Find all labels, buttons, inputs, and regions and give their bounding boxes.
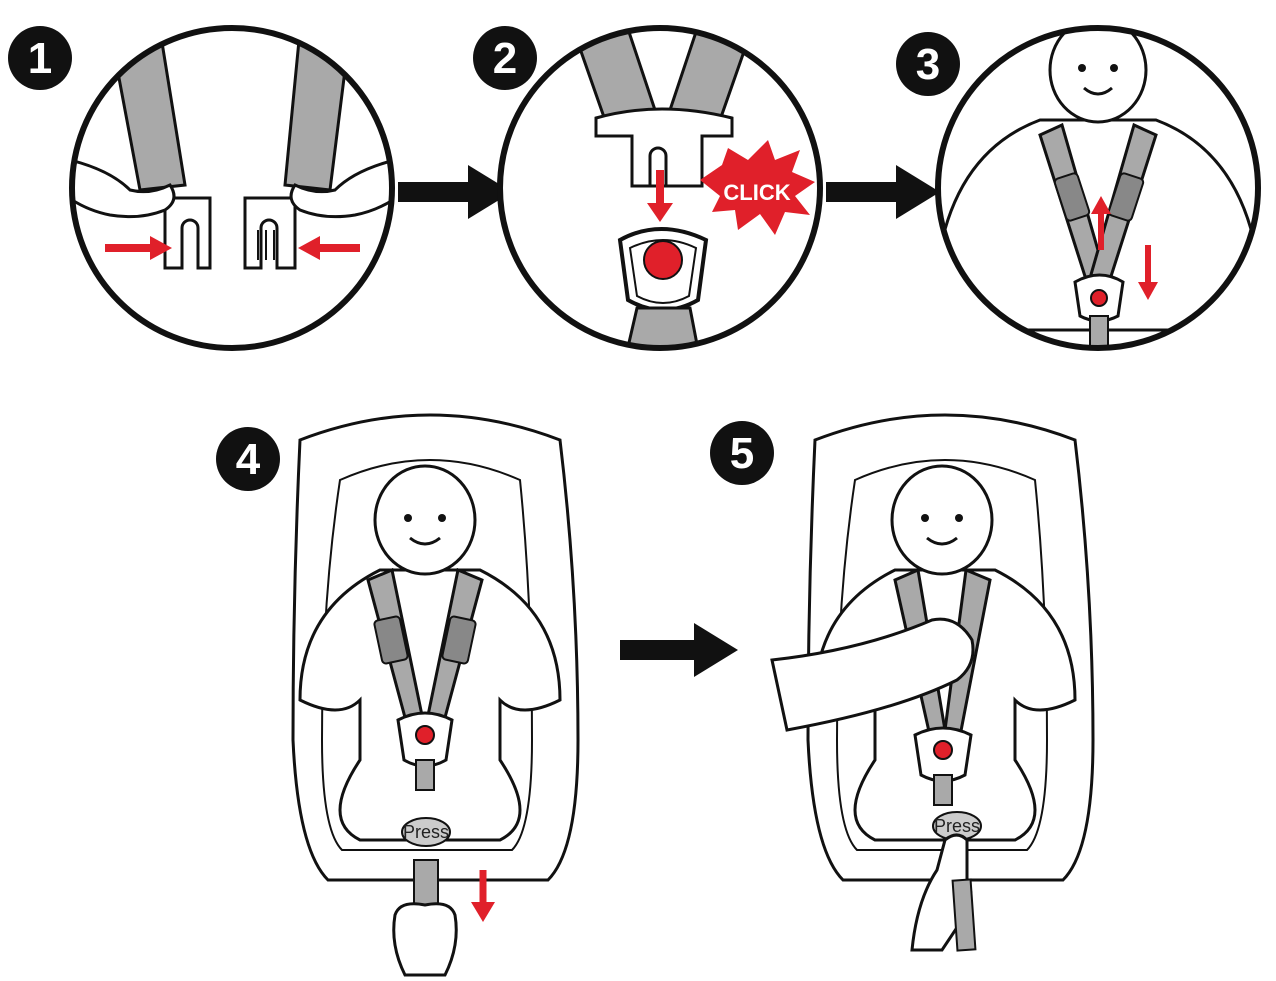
step-1-frame — [69, 25, 395, 351]
red-arrow-icon — [471, 870, 495, 922]
hand — [392, 902, 458, 977]
crotch-strap — [623, 306, 702, 348]
step-5-number: 5 — [730, 429, 754, 478]
baby-head — [373, 464, 477, 576]
step-1-panel: 1 — [8, 25, 395, 351]
left-buckle-tongue — [163, 196, 212, 270]
step-1-number: 1 — [28, 34, 52, 83]
step-2-badge: 2 — [473, 26, 537, 90]
step-5-badge: 5 — [710, 421, 774, 485]
red-arrow-icon — [1091, 196, 1111, 250]
press-label-step-4: Press — [403, 822, 449, 842]
click-burst-icon: CLICK — [700, 140, 815, 235]
red-arrow-icon — [105, 236, 172, 260]
adjuster-strap — [951, 878, 977, 952]
buckle-release-button — [643, 240, 683, 280]
step-4-badge: 4 — [216, 427, 280, 491]
baby-head — [890, 464, 994, 576]
left-hand — [72, 158, 176, 219]
red-arrow-icon — [647, 170, 673, 222]
adult-arm — [770, 617, 975, 732]
press-label-step-5: Press — [934, 816, 980, 836]
red-arrow-icon — [298, 236, 360, 260]
step-3-panel: 3 — [896, 25, 1261, 351]
adjuster-press-button: Press — [932, 811, 982, 841]
step-3-number: 3 — [916, 40, 940, 89]
step-1-badge: 1 — [8, 26, 72, 90]
step-4-panel: Press 4 — [216, 413, 580, 977]
right-arrow-icon — [398, 165, 512, 219]
red-arrow-icon — [1138, 245, 1158, 300]
step-3-frame — [935, 25, 1261, 351]
right-hand — [289, 158, 392, 219]
step-3-badge: 3 — [896, 32, 960, 96]
adjuster-press-button: Press — [401, 817, 451, 847]
step-2-frame — [497, 25, 823, 351]
right-arrow-icon — [620, 623, 738, 677]
step-4-number: 4 — [236, 435, 261, 484]
step-5-panel: Press 5 — [710, 413, 1095, 952]
right-arrow-icon — [826, 165, 940, 219]
step-2-panel: CLICK 2 — [473, 25, 823, 351]
baby-head — [1048, 28, 1148, 124]
step-2-number: 2 — [493, 34, 517, 83]
click-callout: CLICK — [723, 180, 790, 205]
